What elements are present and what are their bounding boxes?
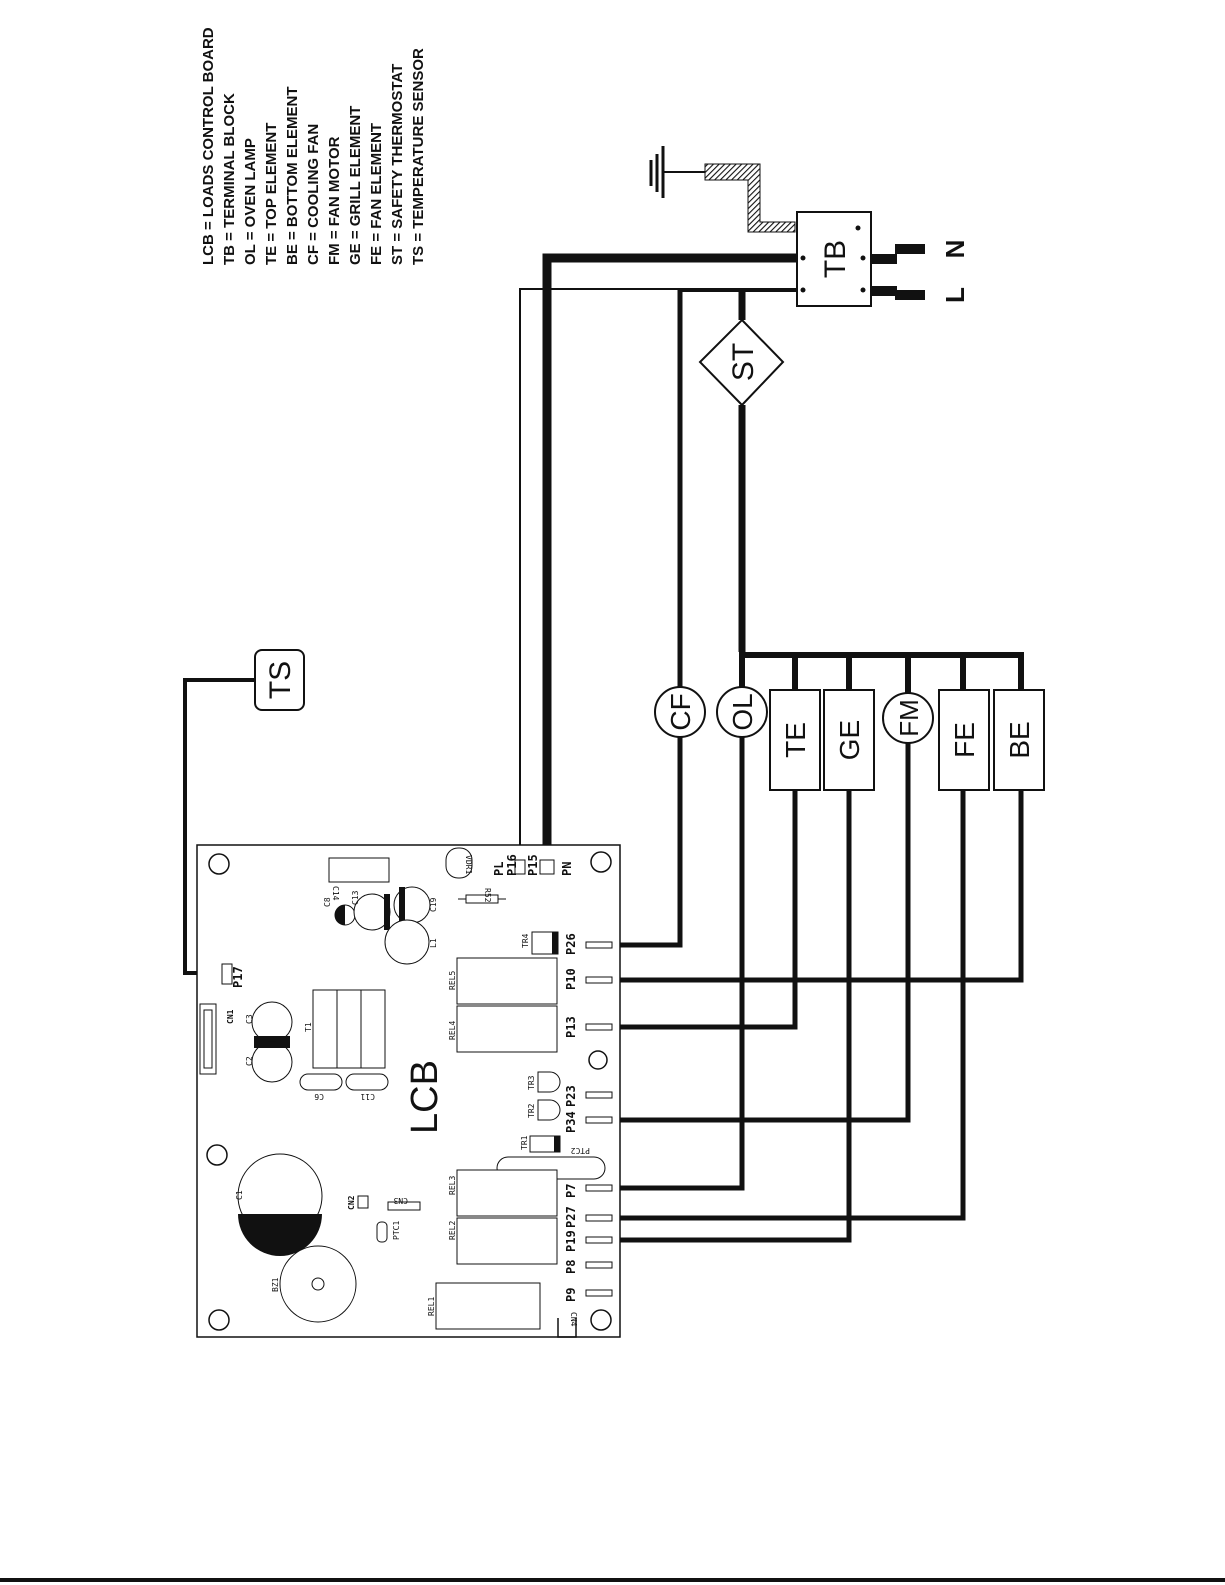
legend-item: OL = OVEN LAMP [242, 138, 259, 265]
legend-item: TS = TEMPERATURE SENSOR [410, 48, 427, 265]
te-label: TE [780, 722, 811, 758]
pin-p15: P15 [526, 854, 540, 876]
label-tr2: TR2 [527, 1103, 536, 1118]
label-tr1: TR1 [520, 1135, 529, 1150]
label-cn3: CN3 [393, 1196, 408, 1205]
label-ptc1: PTC1 [392, 1221, 401, 1240]
legend-item: FM = FAN MOTOR [326, 136, 343, 265]
pin-p16: P16 [505, 854, 519, 876]
page-bottom-rule [0, 1578, 1225, 1582]
label-cn4: CN4 [569, 1312, 578, 1327]
legend-item: FE = FAN ELEMENT [368, 123, 385, 265]
legend-item: BE = BOTTOM ELEMENT [284, 87, 301, 265]
label-c2: C2 [245, 1056, 254, 1066]
label-cn2: CN2 [347, 1195, 356, 1210]
load-ge: GE [823, 689, 875, 791]
pin-p10: P10 [564, 968, 578, 990]
label-bz1: BZ1 [271, 1277, 280, 1292]
load-fe: FE [938, 689, 990, 791]
label-cn1: CN1 [226, 1009, 235, 1024]
ge-label: GE [834, 720, 865, 760]
label-rel5: REL5 [448, 971, 457, 990]
label-c8: C8 [323, 897, 332, 907]
terminal-block: TB [796, 211, 872, 307]
pin-p26: P26 [564, 933, 578, 955]
fm-label: FM [894, 699, 924, 737]
label-c6: C6 [314, 1092, 324, 1101]
pin-p7: P7 [564, 1184, 578, 1198]
loads-control-board: PL P16 P15 PN VDR1 C14 R52 C8 C13 C19 L1… [196, 844, 621, 1338]
cf-label: CF [665, 693, 696, 730]
load-te: TE [769, 689, 821, 791]
live-label: L [940, 287, 970, 303]
mains-connector [871, 244, 925, 300]
label-c14: C14 [331, 886, 340, 901]
pin-p9: P9 [564, 1288, 578, 1302]
label-c13: C13 [351, 890, 360, 905]
be-label: BE [1004, 721, 1035, 758]
label-c1: C1 [235, 1190, 244, 1200]
pin-pl: PL [492, 862, 506, 876]
label-c3: C3 [245, 1014, 254, 1024]
legend-item: CF = COOLING FAN [305, 124, 322, 265]
load-ol: OL [716, 686, 768, 738]
pin-p8: P8 [564, 1260, 578, 1274]
label-l1: L1 [429, 938, 438, 948]
safety-thermostat: ST [698, 318, 785, 407]
board-label: LCB [404, 1060, 446, 1134]
legend-item: TE = TOP ELEMENT [263, 123, 280, 265]
pin-p17: P17 [231, 966, 245, 988]
label-t1: T1 [304, 1022, 313, 1032]
label-tr4: TR4 [521, 933, 530, 948]
pin-p19: P19 [564, 1230, 578, 1252]
legend-item: ST = SAFETY THERMOSTAT [389, 64, 406, 265]
label-rel2: REL2 [448, 1221, 457, 1240]
load-cf: CF [654, 686, 706, 738]
legend-item: LCB = LOADS CONTROL BOARD [200, 27, 217, 265]
neutral-label: N [940, 240, 970, 259]
pin-p27: P27 [564, 1206, 578, 1228]
ol-label: OL [727, 693, 758, 730]
legend-item: GE = GRILL ELEMENT [347, 106, 364, 265]
earth-wire [704, 163, 796, 233]
label-c19: C19 [429, 897, 438, 912]
label-tr3: TR3 [527, 1075, 536, 1090]
label-vdr1: VDR1 [464, 855, 473, 874]
label-r52: R52 [483, 888, 492, 903]
pin-p13: P13 [564, 1016, 578, 1038]
ground-symbol [649, 146, 705, 198]
temperature-sensor: TS [254, 649, 305, 711]
label-rel4: REL4 [448, 1021, 457, 1040]
legend: LCB = LOADS CONTROL BOARD TB = TERMINAL … [200, 27, 427, 265]
wiring [183, 253, 1024, 1243]
label-ptc2: PTC2 [571, 1146, 590, 1155]
pin-p34: P34 [564, 1111, 578, 1133]
fe-label: FE [949, 722, 980, 758]
pin-p23: P23 [564, 1085, 578, 1107]
load-fm: FM [882, 692, 934, 744]
label-c11: C11 [360, 1092, 375, 1101]
label-rel1: REL1 [427, 1297, 436, 1316]
legend-item: TB = TERMINAL BLOCK [221, 93, 238, 265]
tb-label: TB [819, 240, 852, 278]
label-rel3: REL3 [448, 1176, 457, 1195]
pin-pn: PN [560, 862, 574, 876]
st-label: ST [727, 343, 760, 381]
load-be: BE [993, 689, 1045, 791]
ts-label: TS [264, 661, 297, 699]
